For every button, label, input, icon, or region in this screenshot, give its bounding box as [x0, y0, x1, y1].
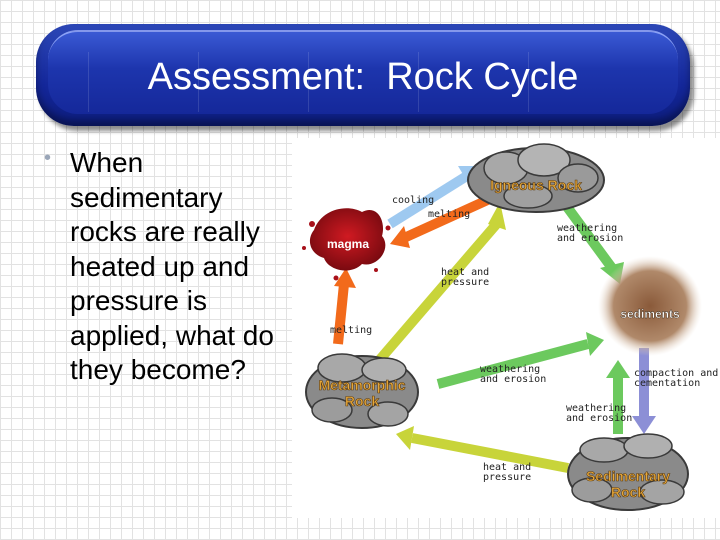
arrow-heat-pressure-bottom: [396, 426, 569, 473]
label-weathering-bottom-1: weathering: [566, 403, 626, 414]
sedimentary-rock-node: [567, 433, 689, 511]
rock-cycle-svg: Igneous Rock magma sediments Metamorphic…: [302, 143, 718, 511]
label-weathering-center-2: and erosion: [480, 374, 546, 385]
metamorphic-rock-node: [305, 353, 419, 429]
label-cooling: cooling: [392, 195, 434, 206]
sedimentary-rock-label-2: Rock: [611, 484, 645, 500]
rock-cycle-diagram: Igneous Rock magma sediments Metamorphic…: [292, 138, 720, 518]
arrow-weathering-center: [436, 332, 604, 389]
label-compaction-2: cementation: [634, 378, 700, 389]
label-weathering-center-1: weathering: [480, 364, 540, 375]
sediments-node: [598, 256, 702, 356]
slide-title: Assessment: Rock Cycle: [147, 56, 579, 98]
title-banner-inner: [48, 30, 678, 114]
label-heat-pressure-bottom-2: pressure: [483, 472, 531, 483]
bullet-icon: •: [44, 147, 52, 169]
title-banner-texture: [88, 52, 638, 112]
label-melting-left: melting: [330, 325, 372, 336]
label-heat-pressure-bottom-1: heat and: [483, 462, 531, 473]
magma-label: magma: [327, 237, 369, 251]
arrow-compaction: [632, 348, 656, 434]
label-weathering-top-2: and erosion: [557, 233, 623, 244]
label-weathering-top-1: weathering: [557, 223, 617, 234]
arrow-heat-pressure-center: [372, 202, 506, 368]
label-compaction-1: compaction and: [634, 368, 718, 379]
sediments-label: sediments: [620, 307, 680, 321]
arrow-melting-left: [333, 268, 356, 345]
metamorphic-rock-label-2: Rock: [345, 393, 379, 409]
sedimentary-rock-label-1: Sedimentary: [586, 468, 670, 484]
igneous-rock-label: Igneous Rock: [490, 177, 582, 193]
magma-node: [302, 208, 391, 281]
arrow-melting-top: [390, 193, 495, 248]
metamorphic-rock-label-1: Metamorphic: [318, 377, 405, 393]
label-heat-pressure-center-1: heat and: [441, 267, 489, 278]
question-text: When sedimentary rocks are really heated…: [70, 147, 274, 385]
arrow-weathering-bottom: [606, 360, 630, 434]
igneous-rock-node: [467, 143, 605, 213]
title-banner: Assessment: Rock Cycle: [36, 24, 690, 126]
label-melting-top: melting: [428, 209, 470, 220]
label-weathering-bottom-2: and erosion: [566, 413, 632, 424]
label-heat-pressure-center-2: pressure: [441, 277, 489, 288]
